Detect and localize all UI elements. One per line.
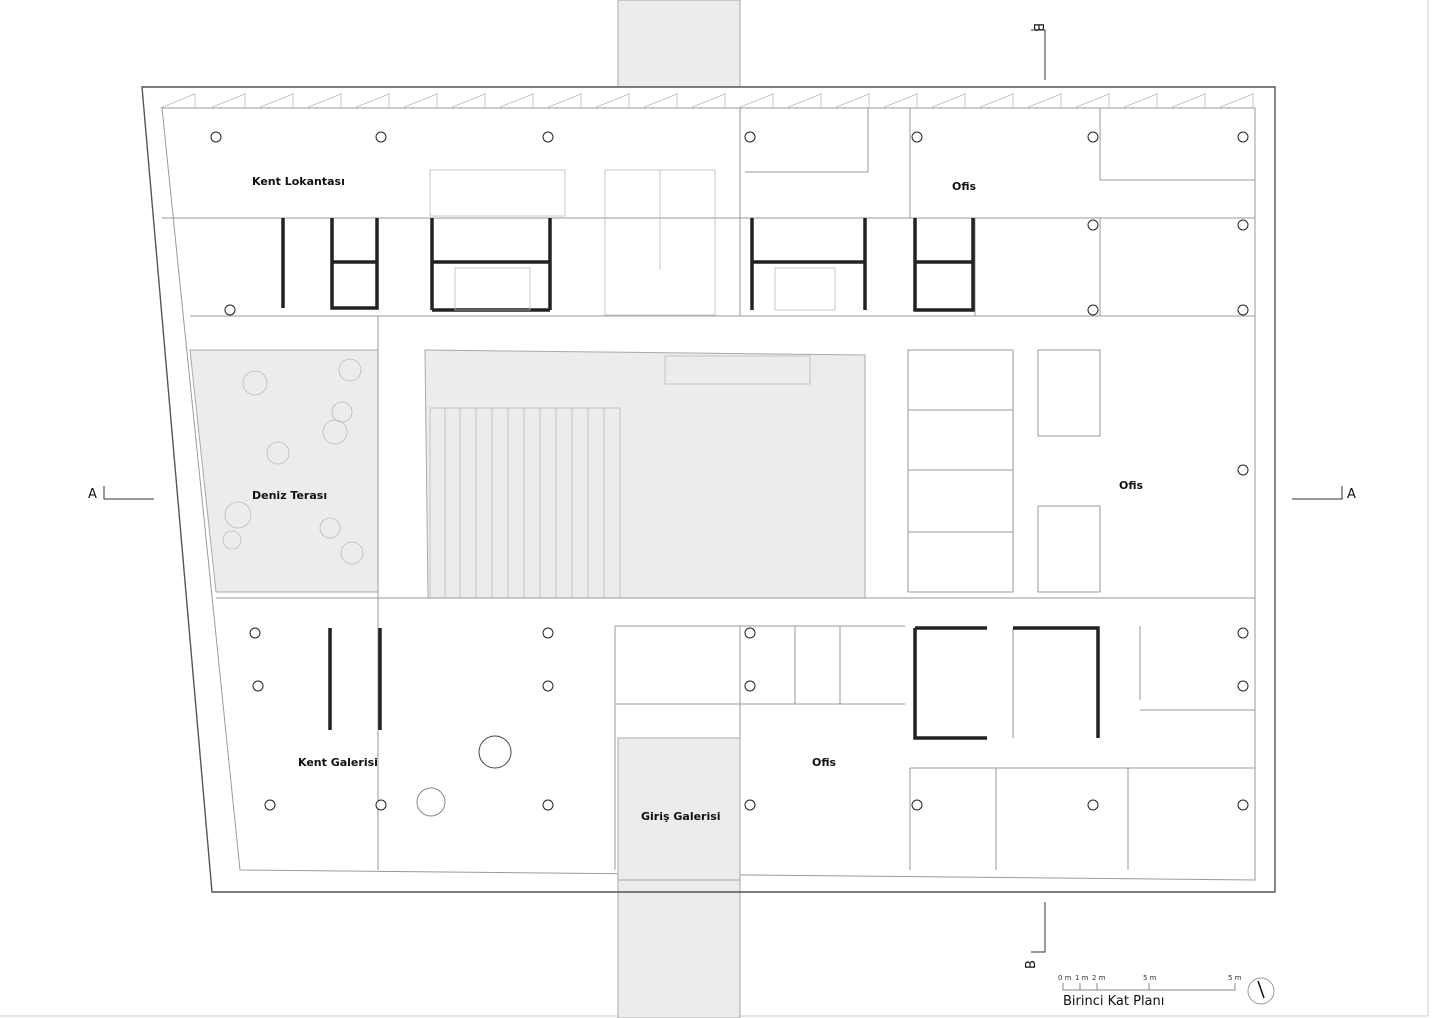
- room-label-ofis-right: Ofis: [1119, 479, 1144, 492]
- scale-tick: 2 m: [1092, 974, 1106, 982]
- facade-fins: [159, 93, 1254, 109]
- entrance-gallery-area: [617, 737, 741, 881]
- partitions: [162, 108, 1255, 870]
- columns: [210, 131, 1249, 817]
- room-label-kent-galerisi: Kent Galerisi: [298, 756, 378, 769]
- structural-cores: [281, 218, 1100, 740]
- scale-bar: 0 m 1 m 2 m 5 m 5 m: [1058, 974, 1242, 991]
- room-label-kent-lokantasi: Kent Lokantası: [252, 175, 345, 188]
- scale-tick: 0 m: [1058, 974, 1072, 982]
- scale-tick: 5 m: [1143, 974, 1157, 982]
- svg-text:B: B: [1030, 23, 1045, 32]
- room-label-ofis-bottom: Ofis: [812, 756, 837, 769]
- floor-slab: [161, 107, 1256, 881]
- kitchen-toilets: [429, 169, 836, 316]
- atrium-void: [424, 349, 866, 599]
- svg-text:B: B: [1024, 960, 1039, 969]
- room-label-giris-galerisi: Giriş Galerisi: [641, 810, 721, 823]
- section-mark-a-right: A: [1292, 486, 1356, 502]
- section-mark-a-left: A: [88, 486, 154, 502]
- scale-tick: 1 m: [1075, 974, 1089, 982]
- street-strip-top: [617, 0, 741, 88]
- north-arrow-icon: [1247, 977, 1275, 1005]
- svg-text:A: A: [1347, 487, 1356, 502]
- room-label-deniz-terasi: Deniz Terası: [252, 489, 327, 502]
- sea-terrace-area: [189, 349, 379, 593]
- round-table: [416, 787, 446, 817]
- trees: [222, 358, 364, 565]
- scale-tick: 5 m: [1228, 974, 1242, 982]
- plan-title: Birinci Kat Planı: [1063, 994, 1164, 1009]
- sculpture: [478, 735, 512, 769]
- atrium-steps: [429, 355, 811, 599]
- section-mark-b-top: B: [1030, 23, 1046, 80]
- section-mark-b-bottom: B: [1024, 902, 1046, 969]
- building-outline: [141, 86, 1276, 893]
- room-label-ofis-top: Ofis: [952, 180, 977, 193]
- svg-text:A: A: [88, 487, 97, 502]
